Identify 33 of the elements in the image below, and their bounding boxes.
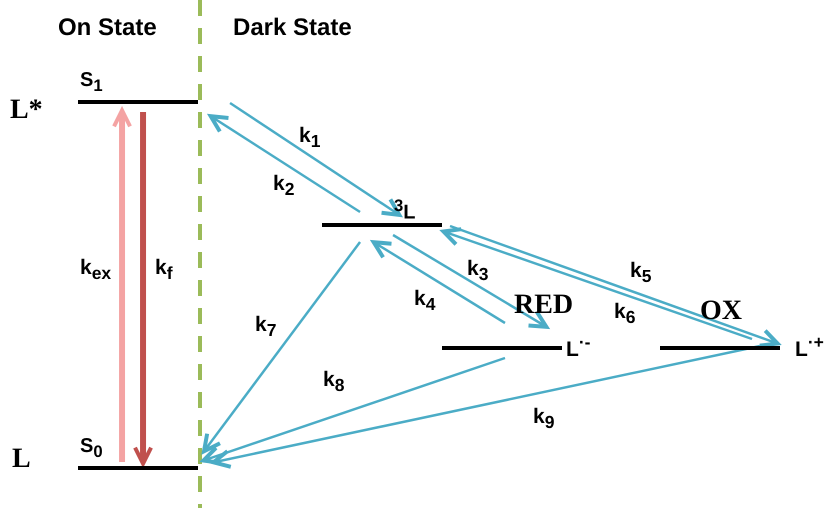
edge-label: k$_{f}$ [155, 256, 173, 284]
arrow [229, 102, 402, 217]
edge-label: k$_{7}$ [255, 313, 276, 342]
column-heading: Dark State [233, 14, 352, 42]
column-heading: On State [58, 14, 157, 42]
state-label: L$^{·+}$ [795, 332, 824, 362]
arrow [372, 240, 506, 324]
state-label: L* [10, 94, 43, 126]
arrow [208, 114, 361, 214]
arrow [112, 108, 132, 462]
arrow [201, 356, 506, 465]
edge-label: k$_{8}$ [323, 368, 344, 396]
edge-label: k$_{5}$ [630, 259, 652, 288]
level-label: OX [700, 296, 742, 326]
state-label: L [12, 443, 31, 475]
arrow [392, 234, 548, 329]
edge-label: k$_{ex}$ [80, 256, 112, 284]
level-label: RED [514, 290, 574, 320]
arrow [450, 224, 780, 348]
level-label: S$_{0}$ [80, 434, 103, 463]
arrow [211, 344, 760, 469]
edge-label: k$_{1}$ [299, 124, 320, 152]
edge-label: k$_{9}$ [533, 405, 554, 434]
arrow [442, 227, 752, 340]
level-label: $^{3}$L [394, 195, 416, 225]
edge-label: k$_{6}$ [614, 300, 636, 328]
state-label: L$^{·-}$ [566, 332, 590, 362]
edge-label: k$_{4}$ [414, 287, 436, 316]
arrow [133, 112, 154, 466]
edge-label: k$_{2}$ [273, 172, 294, 200]
edge-label: k$_{3}$ [467, 257, 488, 286]
arrow [202, 241, 362, 454]
level-label: S$_{1}$ [80, 68, 103, 97]
